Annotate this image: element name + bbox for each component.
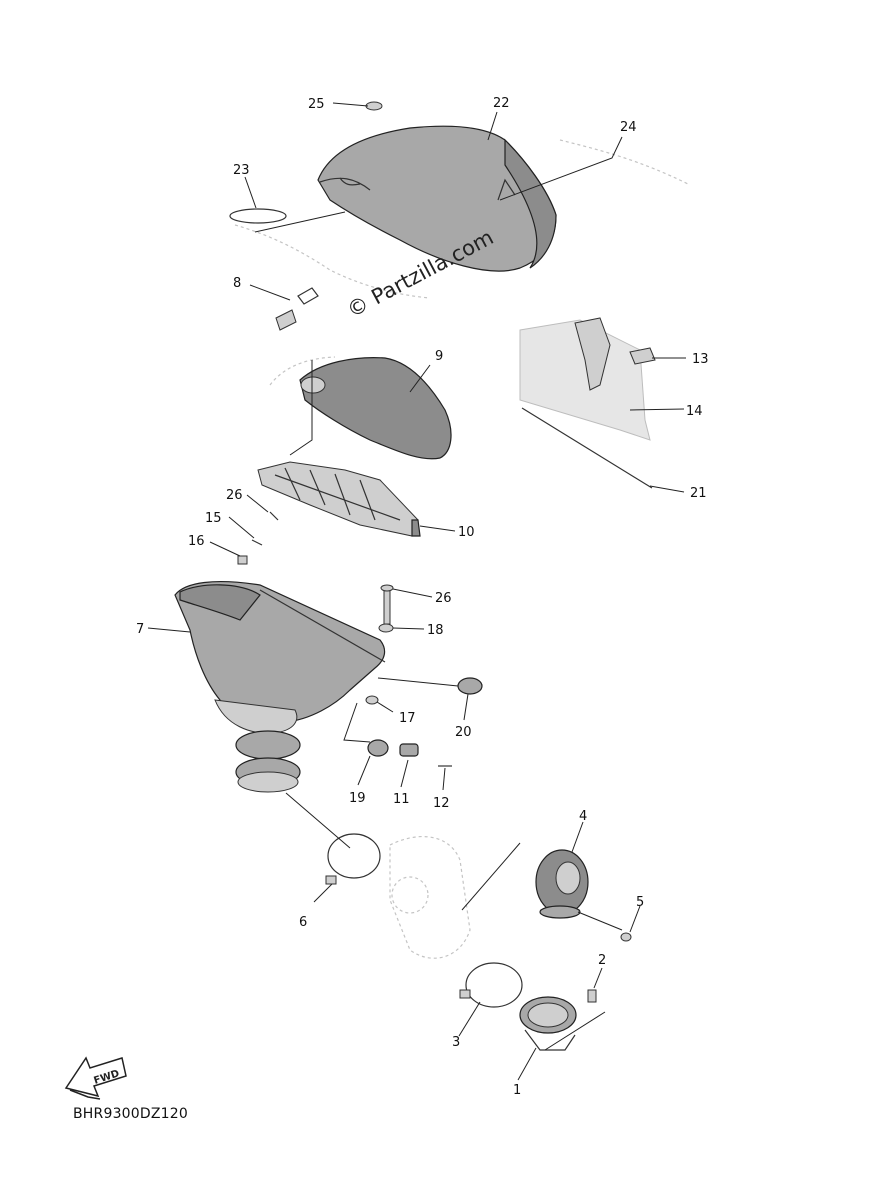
- callout-2: 2: [598, 953, 606, 968]
- part-9-duct-cover: [269, 356, 452, 460]
- part-19-cap: [367, 739, 389, 757]
- callout-8: 8: [233, 276, 241, 291]
- part-1-joint: [519, 996, 577, 1051]
- callout-26-upper: 26: [226, 488, 243, 503]
- part-7-boot: [235, 730, 301, 793]
- callout-3: 3: [452, 1035, 460, 1050]
- callout-9: 9: [435, 349, 443, 364]
- part-6-band: [325, 833, 381, 885]
- callout-17: 17: [399, 711, 416, 726]
- callout-19: 19: [349, 791, 366, 806]
- part-15-collar: [251, 539, 263, 546]
- part-25-washer: [365, 101, 383, 111]
- throttle-body-ghost: [389, 836, 471, 959]
- callout-1: 1: [513, 1083, 521, 1098]
- part-16-nut: [237, 555, 248, 565]
- part-26-screw: [269, 511, 279, 521]
- callout-26-lower: 26: [435, 591, 452, 606]
- callout-23: 23: [233, 163, 250, 178]
- callout-13: 13: [692, 352, 709, 367]
- callout-25: 25: [308, 97, 325, 112]
- diagram-code: BHR9300DZ120: [73, 1106, 188, 1122]
- part-4-valve: [535, 849, 589, 919]
- fwd-arrow-icon: FWD: [64, 1056, 127, 1100]
- part-10-filter: [257, 461, 421, 537]
- callout-20: 20: [455, 725, 472, 740]
- callout-6: 6: [299, 915, 307, 930]
- callout-22: 22: [493, 96, 510, 111]
- part-21-strip: [521, 407, 653, 489]
- callout-5: 5: [636, 895, 644, 910]
- part-24-hose: [559, 139, 691, 186]
- callout-10: 10: [458, 525, 475, 540]
- callout-18: 18: [427, 623, 444, 638]
- callout-12: 12: [433, 796, 450, 811]
- part-20-plug: [457, 677, 483, 695]
- part-2-screw: [587, 989, 597, 1003]
- part-23-ring: [229, 208, 431, 299]
- part-26-bolt: [380, 584, 394, 625]
- callout-7: 7: [136, 622, 144, 637]
- part-11-fitting: [399, 743, 419, 757]
- part-5-screw: [620, 932, 632, 942]
- callout-16: 16: [188, 534, 205, 549]
- part-14-side-panel: [519, 317, 651, 441]
- callout-labels: 1 2 3 4 5 6 7 8 9 10 11 12 13 14 15 16 1…: [136, 96, 709, 1098]
- part-13-clip: [629, 347, 656, 365]
- callout-24: 24: [620, 120, 637, 135]
- part-8-bracket: [275, 287, 319, 331]
- leader-lines: [147, 102, 686, 1081]
- callout-15: 15: [205, 511, 222, 526]
- part-17-grommet: [365, 695, 379, 705]
- callout-4: 4: [579, 809, 587, 824]
- callout-11: 11: [393, 792, 410, 807]
- callout-21: 21: [690, 486, 707, 501]
- callout-14: 14: [686, 404, 703, 419]
- part-18-washer: [378, 623, 394, 633]
- part-22-cover: [317, 125, 557, 272]
- part-3-band: [459, 962, 523, 1008]
- part-7-airbox: [174, 581, 386, 734]
